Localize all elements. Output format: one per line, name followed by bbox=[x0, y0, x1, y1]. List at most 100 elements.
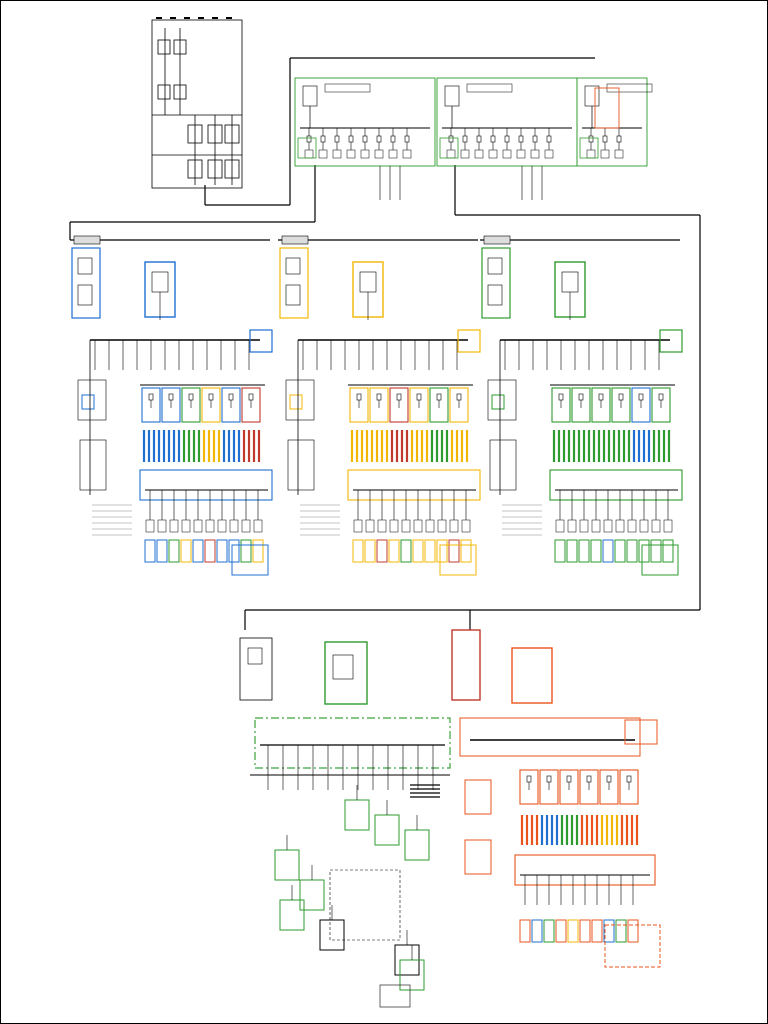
bottom-right-lower-circuit-box bbox=[567, 919, 579, 943]
bottom-left-incomer bbox=[239, 637, 273, 701]
breaker-symbol bbox=[404, 135, 410, 143]
panel-lower-breaker bbox=[205, 519, 215, 533]
breaker-symbol bbox=[476, 135, 482, 143]
top-board-feeder-terminal bbox=[388, 149, 398, 159]
panel-final-circuit-box bbox=[141, 387, 161, 423]
master-breaker bbox=[207, 124, 223, 144]
panel-lower-circuit-box bbox=[400, 539, 412, 563]
master-breaker bbox=[157, 39, 171, 55]
panel-left-subboard bbox=[79, 439, 107, 491]
panel-lower-breaker bbox=[555, 519, 565, 533]
bottom-right-lower-circuit-box bbox=[555, 919, 567, 943]
breaker-symbol bbox=[616, 135, 622, 143]
bottom-right-lower-circuit-box bbox=[627, 919, 639, 943]
panel-lower-breaker bbox=[461, 519, 471, 533]
bottom-right-sub-panel bbox=[604, 924, 661, 968]
panel-lower-circuit-box bbox=[448, 539, 460, 563]
master-switchgear-block bbox=[151, 17, 243, 189]
top-board-incomer bbox=[444, 85, 460, 107]
panel-lower-circuit-box bbox=[650, 539, 662, 563]
panel-lower-circuit-box bbox=[388, 539, 400, 563]
panel-final-circuit-box bbox=[349, 387, 369, 423]
breaker-symbol bbox=[376, 135, 382, 143]
panel-lower-circuit-box bbox=[590, 539, 602, 563]
bottom-right-lower-circuit-box bbox=[615, 919, 627, 943]
panel-final-circuit-box bbox=[369, 387, 389, 423]
master-breaker bbox=[207, 159, 223, 179]
breaker-symbol bbox=[376, 393, 382, 401]
panel-final-circuit-box bbox=[161, 387, 181, 423]
panel-lower-circuit-box bbox=[240, 539, 252, 563]
distribution-panel bbox=[480, 235, 683, 576]
breaker-symbol bbox=[490, 135, 496, 143]
panel-lower-circuit-box bbox=[180, 539, 192, 563]
breaker-symbol bbox=[566, 775, 572, 783]
panel-final-circuit-box bbox=[551, 387, 571, 423]
panel-left-subboard bbox=[287, 439, 315, 491]
panel-metering-box bbox=[659, 329, 683, 353]
master-breaker bbox=[173, 84, 187, 100]
panel-left-subboard bbox=[77, 379, 107, 421]
top-board-highlight bbox=[594, 87, 620, 129]
panel-final-circuit-box bbox=[591, 387, 611, 423]
panel-lower-breaker bbox=[241, 519, 251, 533]
top-board-feeder-terminal bbox=[460, 149, 470, 159]
panel-lower-circuit-box bbox=[578, 539, 590, 563]
panel-final-circuit-box bbox=[389, 387, 409, 423]
top-board-incomer bbox=[584, 85, 600, 107]
panel-lower-breaker bbox=[193, 519, 203, 533]
panel-final-circuit-box bbox=[181, 387, 201, 423]
breaker-symbol bbox=[348, 135, 354, 143]
breaker-symbol bbox=[558, 393, 564, 401]
top-board-feeder-terminal bbox=[544, 149, 554, 159]
top-board-incomer bbox=[302, 85, 318, 107]
breaker-symbol bbox=[546, 135, 552, 143]
panel-lower-circuit-box bbox=[602, 539, 614, 563]
bottom-right-left-board bbox=[464, 839, 492, 875]
top-board-sub-panel bbox=[579, 137, 599, 159]
top-board-feeder-terminal bbox=[474, 149, 484, 159]
panel-lower-breaker bbox=[145, 519, 155, 533]
top-board-frame bbox=[294, 77, 436, 167]
bottom-lighting-board bbox=[329, 869, 401, 941]
master-breaker bbox=[187, 159, 203, 179]
panel-lower-circuit-box bbox=[436, 539, 448, 563]
panel-lower-board-frame bbox=[347, 469, 481, 501]
panel-ups-unit bbox=[151, 271, 169, 293]
panel-incomer-breaker bbox=[487, 257, 503, 275]
panel-lower-breaker bbox=[651, 519, 661, 533]
top-board-feeder-terminal bbox=[304, 149, 314, 159]
master-breaker bbox=[173, 39, 187, 55]
bottom-title-block bbox=[379, 984, 411, 1008]
panel-final-circuit-box bbox=[241, 387, 261, 423]
panel-lower-breaker bbox=[639, 519, 649, 533]
top-board-sub-panel bbox=[297, 137, 317, 159]
bottom-right-main-board bbox=[459, 717, 641, 757]
panel-lower-breaker bbox=[169, 519, 179, 533]
panel-incomer-transformer bbox=[487, 284, 503, 306]
breaker-symbol bbox=[334, 135, 340, 143]
breaker-symbol bbox=[448, 135, 454, 143]
bottom-right-final-circuit-box bbox=[579, 769, 599, 805]
panel-lower-breaker bbox=[615, 519, 625, 533]
breaker-symbol bbox=[532, 135, 538, 143]
breaker-symbol bbox=[456, 393, 462, 401]
panel-lower-circuit-box bbox=[156, 539, 168, 563]
breaker-symbol bbox=[462, 135, 468, 143]
breaker-symbol bbox=[598, 393, 604, 401]
bottom-right-ups bbox=[511, 647, 553, 704]
breaker-symbol bbox=[356, 393, 362, 401]
distribution-panel bbox=[70, 235, 273, 576]
panel-lower-circuit-box bbox=[554, 539, 566, 563]
panel-lower-circuit-box bbox=[614, 539, 626, 563]
top-board-sub-panel bbox=[439, 137, 459, 159]
panel-lower-breaker bbox=[181, 519, 191, 533]
panel-left-subboard bbox=[487, 379, 517, 421]
top-board bbox=[436, 77, 578, 200]
breaker-symbol bbox=[602, 135, 608, 143]
top-board bbox=[576, 77, 653, 167]
breaker-symbol bbox=[208, 393, 214, 401]
panel-lower-circuit-box bbox=[216, 539, 228, 563]
bottom-right-final-circuit-box bbox=[599, 769, 619, 805]
